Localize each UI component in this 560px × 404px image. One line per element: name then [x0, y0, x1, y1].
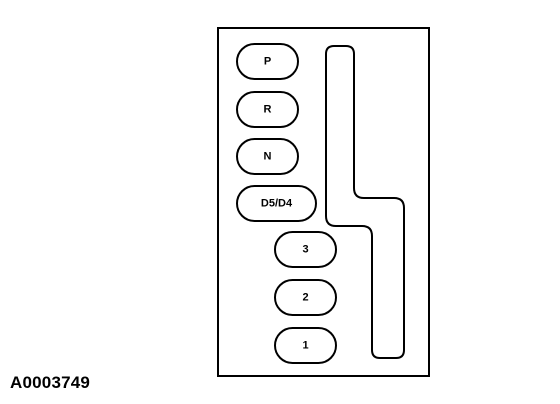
figure-id: A0003749 [10, 373, 91, 392]
position-n-label: N [264, 151, 272, 163]
position-r-label: R [264, 104, 272, 116]
position-p-label: P [264, 56, 271, 68]
position-p: P [236, 43, 299, 80]
position-3-pill [274, 231, 337, 268]
shift-gate-slot [325, 45, 405, 359]
position-d5d4-pill [236, 185, 317, 222]
position-3: 3 [274, 231, 337, 268]
position-1: 1 [274, 327, 337, 364]
position-d5d4-label: D5/D4 [261, 198, 293, 210]
position-1-pill [274, 327, 337, 364]
position-d5d4: D5/D4 [236, 185, 317, 222]
position-3-label: 3 [302, 244, 308, 256]
position-n-pill [236, 138, 299, 175]
position-2: 2 [274, 279, 337, 316]
position-2-pill [274, 279, 337, 316]
position-1-label: 1 [302, 340, 308, 352]
position-r: R [236, 91, 299, 128]
position-r-pill [236, 91, 299, 128]
position-p-pill [236, 43, 299, 80]
position-n: N [236, 138, 299, 175]
position-2-label: 2 [302, 292, 308, 304]
